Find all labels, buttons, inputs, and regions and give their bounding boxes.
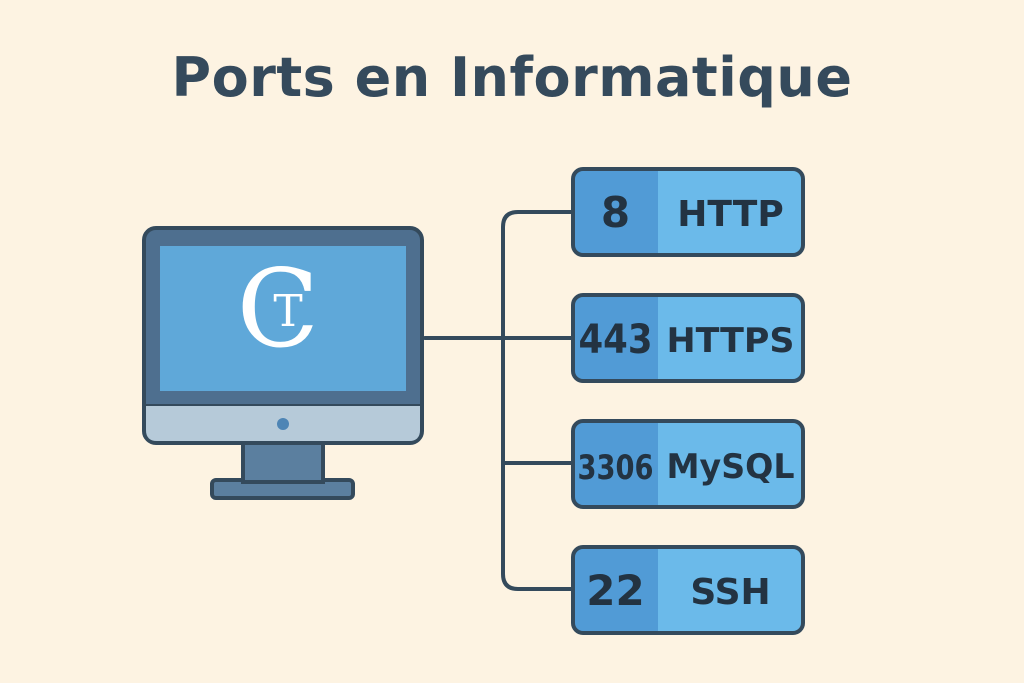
port-service: SSH	[690, 572, 770, 613]
port-number: 443	[579, 317, 653, 363]
power-button-icon	[277, 418, 289, 430]
monitor-stand-neck	[241, 440, 325, 484]
port-number-cell	[573, 547, 658, 633]
port-service: HTTP	[677, 194, 783, 235]
port-number-cell	[573, 421, 658, 507]
ct-logo-icon: C T	[237, 247, 320, 372]
port-box-outline	[571, 545, 805, 635]
port-number: 22	[586, 566, 644, 615]
port-box-outline	[571, 293, 805, 383]
port-number: 8	[601, 188, 630, 237]
ports-list: 8 HTTP 443 HTTPS 3306 MySQL 22 SSH	[571, 167, 805, 635]
port-service: MySQL	[667, 447, 795, 487]
logo-letter-c: C	[237, 247, 320, 372]
port-box-outline	[571, 167, 805, 257]
port-box-outline	[571, 419, 805, 509]
port-box: 22 SSH	[571, 545, 805, 635]
port-box: 8 HTTP	[571, 167, 805, 257]
computer-monitor-icon: C T	[142, 226, 424, 500]
page-title: Ports en Informatique	[171, 46, 853, 109]
port-box: 3306 MySQL	[571, 419, 805, 509]
connector-lines	[423, 210, 575, 591]
port-service: HTTPS	[667, 321, 795, 361]
port-number-cell	[573, 169, 658, 255]
port-box: 443 HTTPS	[571, 293, 805, 383]
connector-bus	[501, 210, 575, 591]
port-number: 3306	[578, 448, 654, 488]
port-number-cell	[573, 295, 658, 381]
logo-letter-t: T	[273, 286, 302, 337]
monitor-screen	[160, 246, 406, 391]
